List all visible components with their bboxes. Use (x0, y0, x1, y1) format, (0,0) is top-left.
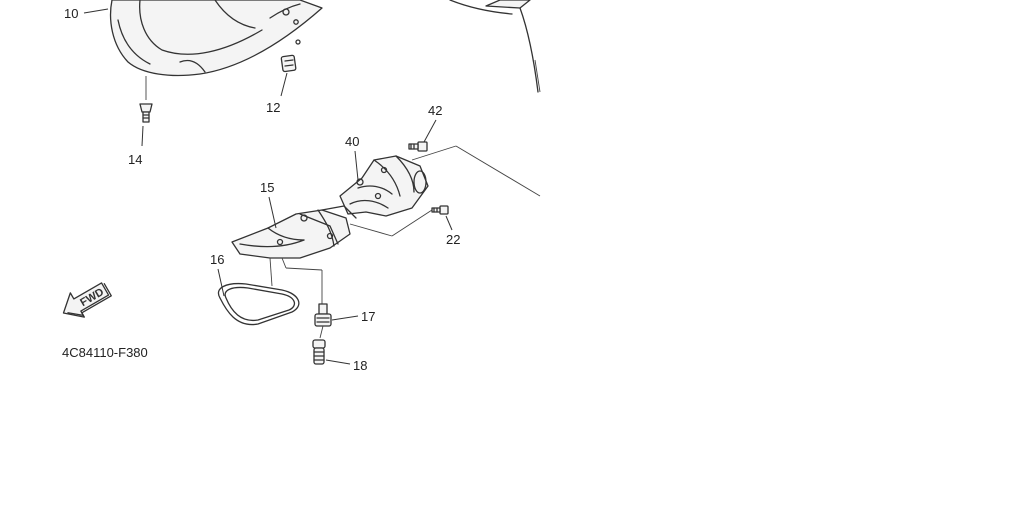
part-12-clip (280, 54, 297, 73)
callout-14: 14 (128, 125, 144, 167)
part-40-intake (339, 155, 429, 217)
callout-12: 12 (266, 72, 288, 115)
callout-12-label: 12 (266, 100, 280, 115)
assembly-lines-lower (269, 257, 323, 304)
callout-17: 17 (331, 309, 375, 324)
part-22-bolt (431, 205, 449, 215)
callout-14-label: 14 (128, 152, 142, 167)
callout-18: 18 (325, 358, 367, 373)
fwd-label: FWD (78, 286, 106, 309)
callout-18-label: 18 (353, 358, 367, 373)
part-14-screw (139, 76, 153, 123)
callout-17-label: 17 (361, 309, 375, 324)
part-16-seal (217, 282, 300, 326)
part-upper-right-fragment (449, 0, 541, 93)
callout-16: 16 (210, 252, 225, 297)
callout-22-label: 22 (446, 232, 460, 247)
callout-22: 22 (445, 215, 460, 247)
fwd-arrow-icon: FWD (62, 282, 112, 318)
callout-42-label: 42 (428, 103, 442, 118)
part-42-bolt (408, 141, 428, 152)
part-18-clamp (312, 339, 326, 365)
callout-10-label: 10 (64, 6, 78, 21)
callout-40-label: 40 (345, 134, 359, 149)
assembly-lines (349, 145, 541, 237)
diagram-code: 4C84110-F380 (62, 345, 148, 360)
callout-42: 42 (423, 103, 442, 143)
callout-10: 10 (64, 6, 109, 21)
part-17-plug (314, 303, 332, 339)
callout-15: 15 (260, 180, 277, 229)
callout-15-label: 15 (260, 180, 274, 195)
callout-16-label: 16 (210, 252, 224, 267)
part-10-cover (109, 0, 323, 77)
callout-40: 40 (345, 134, 359, 181)
part-15-duct (231, 205, 357, 259)
